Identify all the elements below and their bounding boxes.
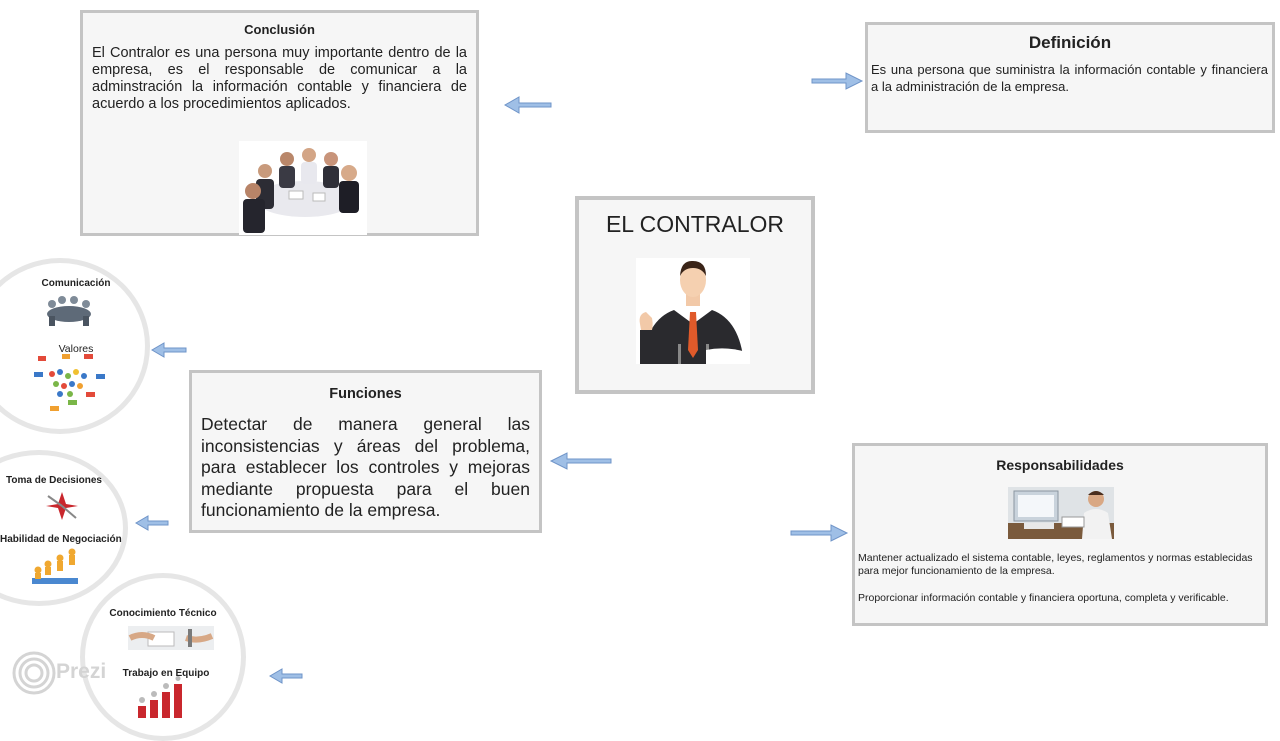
conclusion-text: El Contralor es una persona muy importan… (92, 45, 467, 112)
responsibility-item-2: Proporcionar información contable y fina… (858, 592, 1229, 604)
prezi-logo: Prezi (12, 650, 107, 696)
skill-label-technical-knowledge: Conocimiento Técnico (109, 608, 217, 619)
arrow-left-icon (134, 514, 170, 532)
arrow-left-icon (549, 451, 613, 471)
business-meeting-image (239, 141, 367, 235)
prezi-logo-text: Prezi (56, 660, 107, 683)
definition-title: Definición (1028, 33, 1112, 52)
arrow-left-icon (503, 95, 553, 115)
arrow-left-icon (268, 667, 304, 685)
skill-label-decision-making: Toma de Decisiones (6, 475, 102, 486)
responsibility-item-1: Mantener actualizado el sistema contable… (858, 552, 1253, 577)
responsibilities-title: Responsabilidades (996, 457, 1124, 473)
functions-text: Detectar de manera general las inconsist… (201, 414, 530, 520)
skill-label-values: Valores (58, 343, 94, 355)
definition-box: Definición Es una persona que suministra… (865, 22, 1275, 133)
center-box: EL CONTRALOR (575, 196, 815, 394)
arrow-left-icon (150, 341, 188, 359)
values-network-icon (32, 352, 108, 414)
responsibilities-box: Responsabilidades Mantener actualizado e… (852, 443, 1268, 626)
skill-label-negotiation: Habilidad de Negociación (0, 534, 122, 545)
definition-text: Es una persona que suministra la informa… (871, 62, 1268, 94)
decision-arrows-icon (44, 490, 80, 522)
team-meeting-icon (44, 292, 94, 328)
handshake-documents-image (128, 626, 214, 650)
contralor-figure-image (636, 258, 750, 364)
arrow-right-icon (810, 71, 864, 91)
functions-title: Funciones (329, 386, 402, 402)
skill-label-communication: Comunicación (41, 278, 111, 289)
office-worker-image (1008, 487, 1114, 539)
skill-label-teamwork: Trabajo en Equipo (122, 668, 210, 679)
arrow-right-icon (789, 523, 849, 543)
functions-box: Funciones Detectar de manera general las… (189, 370, 542, 533)
conclusion-title: Conclusión (244, 22, 315, 37)
negotiation-people-icon (30, 548, 80, 588)
center-title: EL CONTRALOR (605, 211, 785, 237)
teamwork-bars-icon (136, 676, 190, 718)
conclusion-box: Conclusión El Contralor es una persona m… (80, 10, 479, 236)
